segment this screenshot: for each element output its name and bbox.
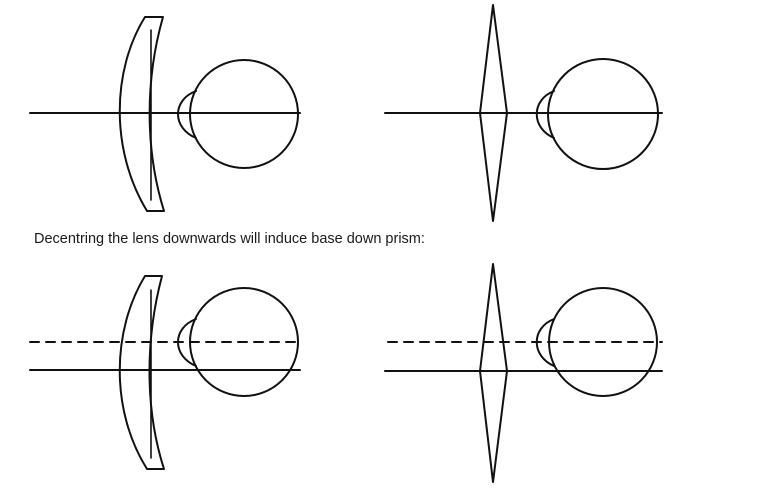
meniscus-lens bbox=[118, 16, 165, 212]
eye-globe bbox=[547, 58, 659, 170]
caption-text: Decentring the lens downwards will induc… bbox=[34, 231, 425, 247]
eye-globe bbox=[189, 287, 299, 397]
bottom-right-diagram bbox=[384, 263, 663, 483]
bottom-left-diagram bbox=[29, 275, 301, 470]
cornea bbox=[177, 318, 197, 367]
top-left-diagram bbox=[29, 16, 301, 212]
eye-globe bbox=[548, 287, 658, 397]
biconvex-lens bbox=[479, 4, 508, 222]
meniscus-lens bbox=[118, 275, 165, 470]
biconvex-lens bbox=[479, 263, 508, 483]
cornea bbox=[535, 90, 555, 139]
cornea bbox=[535, 318, 555, 367]
eye-globe bbox=[189, 59, 299, 169]
cornea bbox=[177, 90, 197, 139]
top-right-diagram bbox=[384, 4, 663, 222]
